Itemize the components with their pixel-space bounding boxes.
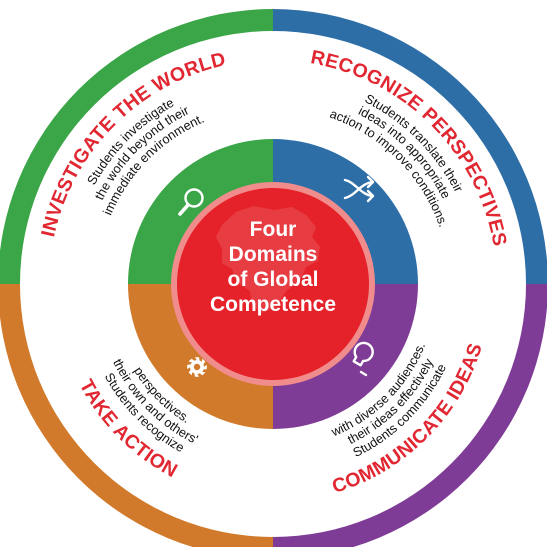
center-title-line: of Global: [228, 268, 319, 291]
lightbulb-icon: [352, 341, 374, 377]
magnifying-glass-icon: [178, 188, 204, 216]
crossing-arrows-icon: [343, 175, 375, 203]
domain-icons: [178, 175, 375, 377]
map-silhouette: [216, 206, 320, 313]
center-title-line: Four: [250, 218, 297, 241]
center-disc: [177, 188, 369, 380]
gear-icon: [187, 357, 207, 377]
center-title-line: Competence: [210, 293, 336, 316]
center-title-line: Domains: [229, 243, 318, 266]
